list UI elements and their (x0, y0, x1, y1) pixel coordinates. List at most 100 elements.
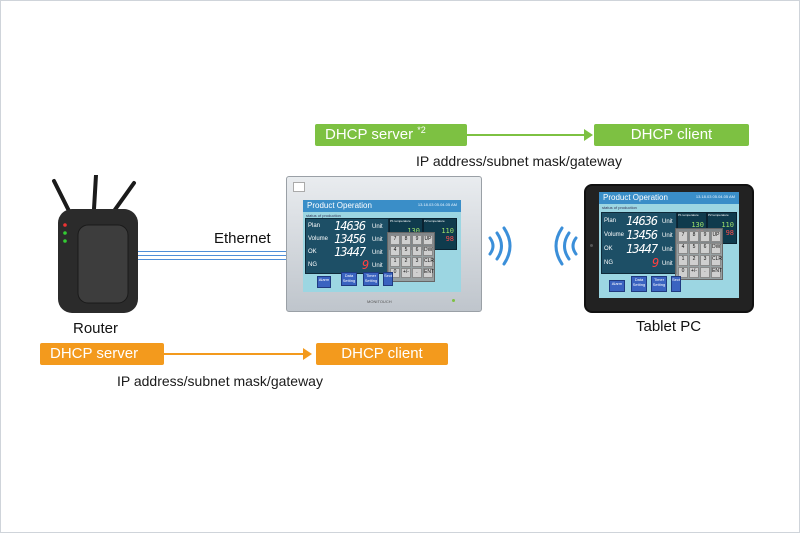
tablet-key[interactable]: 6 (700, 243, 710, 254)
tablet-button[interactable]: Alarm (609, 280, 625, 292)
tablet-key[interactable]: 5 (689, 243, 699, 254)
hmi-button[interactable]: Data Setting (341, 272, 357, 286)
tablet-key[interactable]: 9 (700, 231, 710, 242)
hmi-button[interactable]: Timer Setting (363, 272, 379, 286)
tablet-row-unit: Unit (662, 247, 673, 253)
tablet-button[interactable]: Data Setting (631, 276, 647, 292)
tablet-row-unit: Unit (662, 261, 673, 267)
tablet-row-unit: Unit (662, 233, 673, 239)
hmi-key[interactable]: 7 (390, 235, 400, 245)
router-label: Router (73, 320, 119, 337)
router-led-1 (63, 223, 67, 227)
hmi-subtitle: status of production (306, 213, 341, 218)
hmi-key[interactable]: 8 (401, 235, 411, 245)
top-flow-arrow (467, 129, 593, 141)
tablet-key[interactable]: DW (711, 243, 721, 254)
hmi-key[interactable]: 6 (412, 246, 422, 256)
bottom-dhcp-client-tag: DHCP client (316, 343, 448, 365)
hmi-row-label: OK (308, 249, 317, 255)
tablet-key[interactable]: 1 (678, 255, 688, 266)
router-illustration (52, 175, 138, 313)
hmi-gauge-value: 110 (441, 227, 454, 235)
hmi-timestamp: 13.18.03 05.04.05 AM (417, 202, 457, 207)
hmi-button[interactable]: Alarm (317, 276, 331, 288)
hmi-brand: MONITOUCH (367, 299, 392, 304)
tablet-row-value: 14636 (626, 214, 658, 228)
tablet-row-value: 13447 (626, 242, 658, 256)
tablet-key[interactable]: 4 (678, 243, 688, 254)
tablet-key[interactable]: 2 (689, 255, 699, 266)
tablet-button[interactable]: Sect (671, 276, 681, 292)
hmi-keypad: 7 8 9 UP 4 5 6 DW 1 2 3 CLR 0 +/- . ENT (387, 232, 435, 282)
tablet-row-label: NG (604, 260, 613, 266)
hmi-row-unit: Unit (372, 263, 383, 269)
hmi-key[interactable]: 2 (401, 257, 411, 267)
wifi-signal-icon (554, 226, 578, 266)
bottom-flow-caption: IP address/subnet mask/gateway (117, 373, 323, 389)
hmi-power-led (452, 299, 455, 302)
tablet-subtitle: status of production (602, 205, 637, 210)
top-dhcp-server-tag: DHCP server *2 (315, 124, 467, 146)
tablet-screen: Product Operation 13.18.03 05.04.05 AM s… (599, 192, 739, 298)
hmi-key[interactable]: 3 (412, 257, 422, 267)
tablet-timestamp: 13.18.03 05.04.05 AM (695, 194, 735, 199)
hmi-key[interactable]: +/- (401, 268, 411, 278)
hmi-key[interactable]: DW (423, 246, 433, 256)
hmi-gauge-value: 130 (407, 227, 420, 235)
hmi-button[interactable]: Sect (383, 272, 393, 286)
hmi-row-unit: Unit (372, 250, 383, 256)
hmi-title: Product Operation (303, 200, 461, 212)
tablet-gauge-value: 98 (725, 229, 734, 237)
hmi-gauge-title: P1 temperature (390, 219, 411, 223)
hmi-badge (293, 182, 305, 192)
hmi-row-label: Volume (308, 236, 329, 242)
tablet-key[interactable]: . (700, 267, 710, 278)
tablet-key[interactable]: CLR (711, 255, 722, 266)
ethernet-line-2 (138, 255, 286, 256)
tablet-camera (590, 244, 593, 247)
tablet-row-value: 13456 (626, 228, 658, 242)
tablet-row-value: 9 (652, 256, 659, 270)
tablet-row-unit: Unit (662, 219, 673, 225)
top-dhcp-server-footnote: *2 (417, 125, 426, 135)
hmi-key[interactable]: UP (423, 235, 433, 245)
top-dhcp-client-tag: DHCP client (594, 124, 749, 146)
tablet-button[interactable]: Timer Setting (651, 276, 667, 292)
hmi-key[interactable]: 4 (390, 246, 400, 256)
router-antenna-middle (92, 175, 98, 211)
hmi-key[interactable]: 9 (412, 235, 422, 245)
hmi-row-unit: Unit (372, 237, 383, 243)
tablet-key[interactable]: 0 (678, 267, 688, 278)
hmi-row-value: 14636 (334, 219, 366, 233)
hmi-gauge-value: 98 (445, 235, 454, 243)
hmi-row-value: 13447 (334, 245, 366, 259)
top-flow-caption: IP address/subnet mask/gateway (416, 153, 622, 169)
tablet-keypad: 7 8 9 UP 4 5 6 DW 1 2 3 CLR 0 +/- . ENT (675, 228, 723, 280)
router-led-2 (63, 231, 67, 235)
hmi-key[interactable]: ENT (423, 268, 434, 278)
tablet-key[interactable]: UP (711, 231, 721, 242)
ethernet-line-3 (138, 259, 286, 260)
hmi-key[interactable]: CLR (423, 257, 434, 267)
router-antenna-left (52, 179, 72, 215)
hmi-row-label: Plan (308, 223, 321, 229)
tablet-gauge-value: 110 (721, 221, 734, 229)
hmi-key[interactable]: . (412, 268, 422, 278)
tablet-key[interactable]: 7 (678, 231, 688, 242)
hmi-key[interactable]: 1 (390, 257, 400, 267)
tablet-key[interactable]: +/- (689, 267, 699, 278)
tablet-key[interactable]: ENT (711, 267, 722, 278)
tablet-counter-panel: Plan 14636 Unit Volume 13456 Unit OK 134… (601, 212, 677, 274)
tablet-title: Product Operation (599, 192, 739, 204)
tablet-key[interactable]: 8 (689, 231, 699, 242)
hmi-row-label: NG (308, 262, 317, 268)
tablet-label: Tablet PC (636, 318, 702, 335)
hmi-key[interactable]: 5 (401, 246, 411, 256)
ethernet-line-1 (138, 251, 286, 252)
bottom-dhcp-server-tag: DHCP server (40, 343, 164, 365)
ethernet-label: Ethernet (214, 230, 271, 247)
tablet-gauge-value: 130 (691, 221, 704, 229)
bottom-flow-arrow (164, 348, 312, 360)
tablet-key[interactable]: 3 (700, 255, 710, 266)
hmi-row-value: 9 (362, 258, 369, 272)
